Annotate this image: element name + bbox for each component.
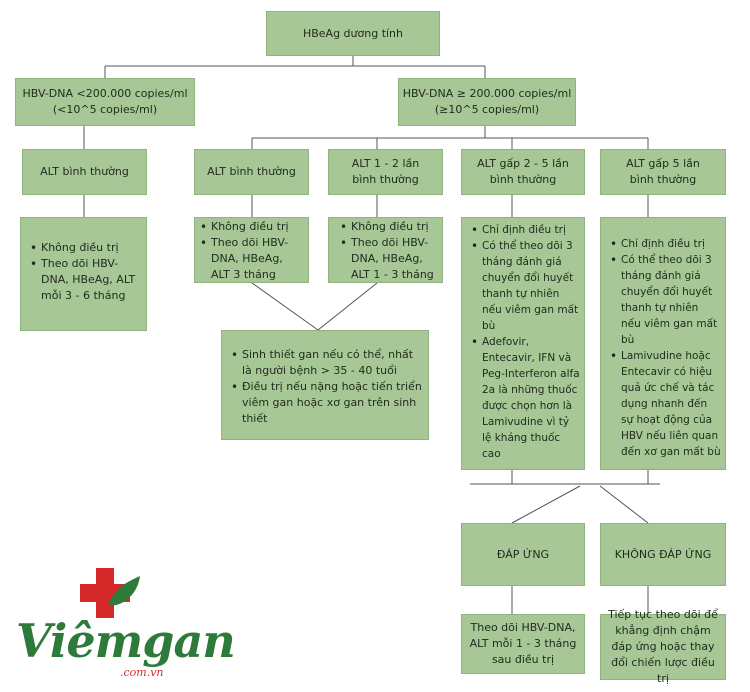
alt-1-2-line2: bình thường [352, 173, 419, 186]
no-response-followup-text: Tiếp tục theo dõi để khẳng định chậm đáp… [608, 608, 718, 685]
alt-2-5-action-item: Adefovir, Entecavir, IFN và Peg-Interfer… [471, 334, 580, 462]
node-alt-5: ALT gấp 5 lần bình thường [600, 149, 726, 195]
node-alt-normal: ALT bình thường [194, 149, 309, 195]
hbv-dna-low-line1: HBV-DNA <200.000 copies/ml [22, 87, 188, 100]
response-label: ĐÁP ỨNG [496, 547, 550, 561]
node-hbv-dna-high: HBV-DNA ≥ 200.000 copies/ml (≥10^5 copie… [398, 78, 576, 126]
alt-2-5-action-item: Chỉ định điều trị [471, 222, 580, 238]
node-response: ĐÁP ỨNG [461, 523, 585, 586]
node-response-followup: Theo dõi HBV-DNA, ALT mỗi 1 - 3 tháng sa… [461, 614, 585, 674]
hbv-dna-high-line1: HBV-DNA ≥ 200.000 copies/ml [402, 87, 572, 100]
response-followup-text: Theo dõi HBV-DNA, ALT mỗi 1 - 3 tháng sa… [469, 621, 577, 666]
node-alt-normal-actions: Không điều trị Theo dõi HBV-DNA, HBeAg, … [194, 217, 309, 283]
alt-1-2-action-item: Không điều trị [340, 219, 438, 235]
logo-domain: .com.vn [120, 666, 164, 679]
biopsy-action-item: Điều trị nếu nặng hoặc tiến triển viêm g… [231, 379, 424, 427]
node-biopsy: Sinh thiết gan nếu có thể, nhất là người… [221, 330, 429, 440]
left-alt-normal-label: ALT bình thường [40, 165, 129, 178]
alt-normal-action-item: Theo dõi HBV-DNA, HBeAg, ALT 3 tháng [200, 235, 304, 283]
logo-wordmark: Viêmgan [16, 614, 236, 668]
viemgan-logo: Viêmgan .com.vn [16, 562, 236, 682]
node-no-response: KHÔNG ĐÁP ỨNG [600, 523, 726, 586]
root-label: HBeAg dương tính [302, 26, 404, 40]
alt-normal-label: ALT bình thường [207, 165, 296, 178]
node-alt-2-5: ALT gấp 2 - 5 lần bình thường [461, 149, 585, 195]
node-alt-1-2-actions: Không điều trị Theo dõi HBV-DNA, HBeAg, … [328, 217, 443, 283]
biopsy-action-item: Sinh thiết gan nếu có thể, nhất là người… [231, 347, 424, 379]
node-hbv-dna-low: HBV-DNA <200.000 copies/ml (<10^5 copies… [15, 78, 195, 126]
hbv-dna-low-line2: (<10^5 copies/ml) [52, 103, 158, 116]
hbv-dna-high-line2: (≥10^5 copies/ml) [434, 103, 540, 116]
node-alt-2-5-actions: Chỉ định điều trị Có thể theo dõi 3 thán… [461, 217, 585, 470]
left-action-item: Không điều trị [30, 240, 142, 256]
medical-cross-leaf-icon [80, 568, 140, 618]
node-alt-5-actions: Chỉ định điều trị Có thể theo dõi 3 thán… [600, 217, 726, 470]
node-left-actions: Không điều trị Theo dõi HBV-DNA, HBeAg, … [20, 217, 147, 331]
alt-2-5-action-item: Có thể theo dõi 3 tháng đánh giá chuyển … [471, 238, 580, 334]
root-node-hbeag-positive: HBeAg dương tính [266, 11, 440, 56]
alt-5-action-item: Chỉ định điều trị [610, 236, 721, 252]
alt-5-action-item: Lamivudine hoặc Entecavir có hiệu quả ức… [610, 348, 721, 460]
alt-2-5-line1: ALT gấp 2 - 5 lần [477, 157, 569, 170]
alt-1-2-line1: ALT 1 - 2 lần [351, 157, 420, 170]
no-response-label: KHÔNG ĐÁP ỨNG [614, 547, 712, 561]
alt-5-line2: bình thường [629, 173, 697, 186]
node-left-alt-normal: ALT bình thường [22, 149, 147, 195]
node-no-response-followup: Tiếp tục theo dõi để khẳng định chậm đáp… [600, 608, 726, 685]
alt-5-action-item: Có thể theo dõi 3 tháng đánh giá chuyển … [610, 252, 721, 348]
alt-normal-action-item: Không điều trị [200, 219, 304, 235]
alt-2-5-line2: bình thường [489, 173, 557, 186]
left-action-item: Theo dõi HBV-DNA, HBeAg, ALT mỗi 3 - 6 t… [30, 256, 142, 304]
node-alt-1-2: ALT 1 - 2 lần bình thường [328, 149, 443, 195]
alt-1-2-action-item: Theo dõi HBV-DNA, HBeAg, ALT 1 - 3 tháng [340, 235, 438, 283]
alt-5-line1: ALT gấp 5 lần [626, 157, 700, 170]
